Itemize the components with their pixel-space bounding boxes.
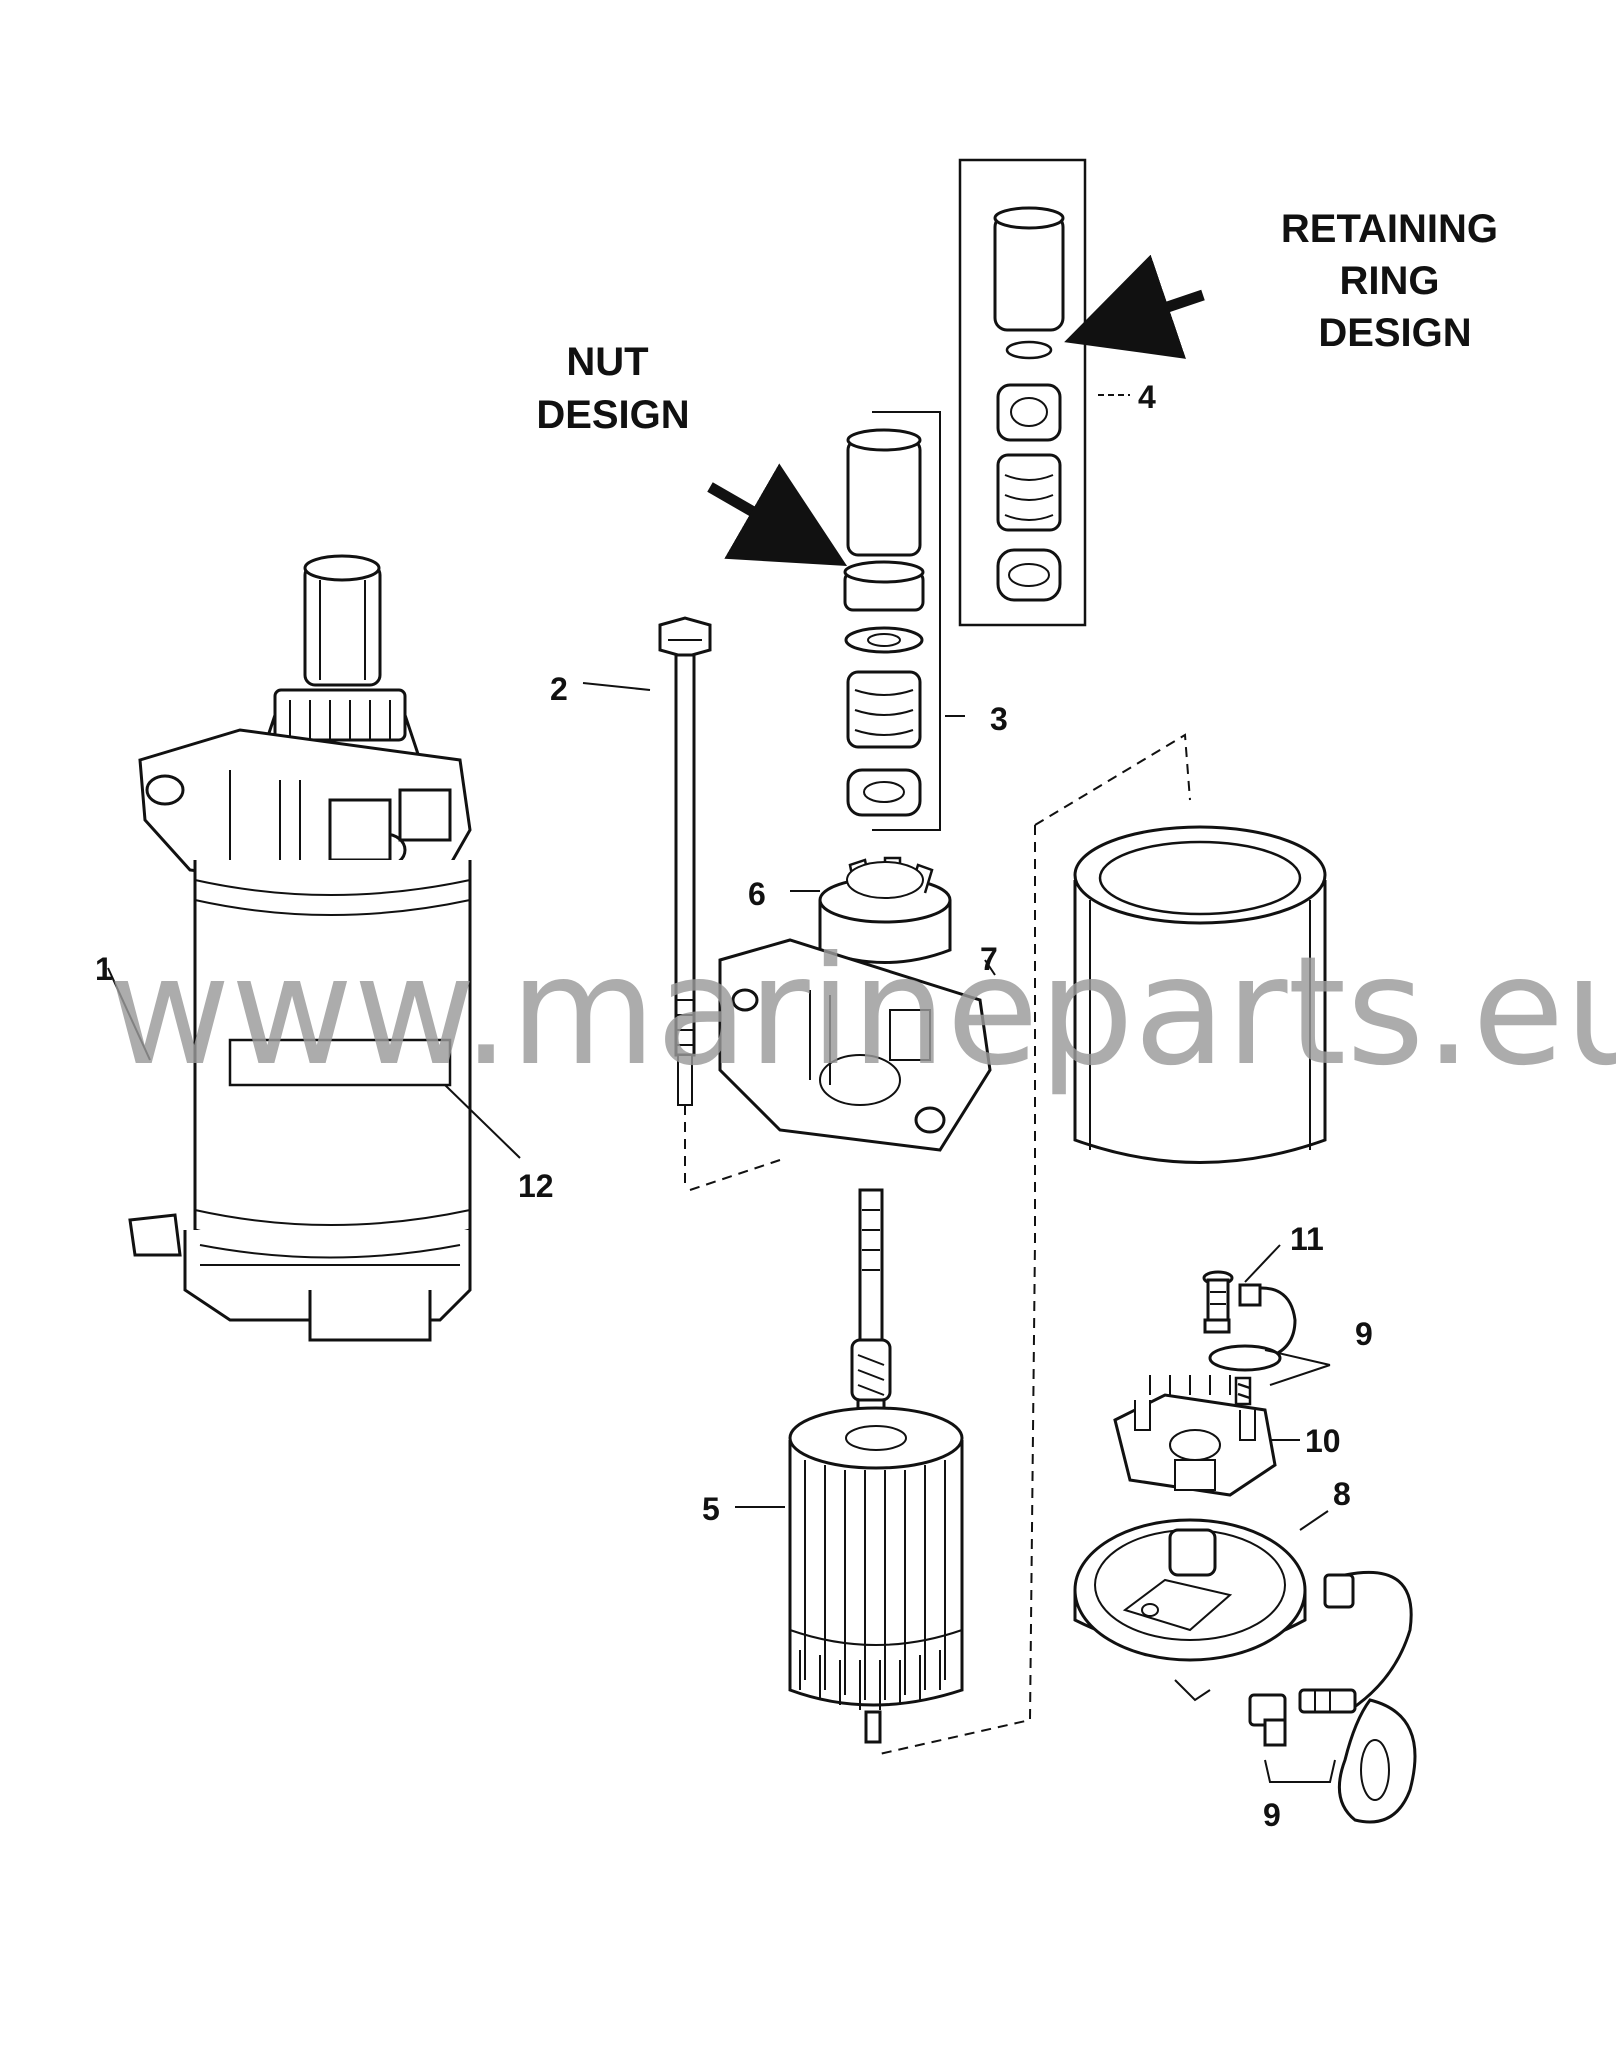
drive-end-housing xyxy=(718,938,992,1152)
retaining-ring-arrow xyxy=(1064,254,1205,359)
nut-design-line-2: DESIGN xyxy=(536,393,689,437)
callout-7: 7 xyxy=(980,941,998,977)
callout-1: 1 xyxy=(95,951,113,987)
starter-motor-assembly xyxy=(128,554,472,1342)
retaining-ring-line-1: RETAINING xyxy=(1281,207,1498,251)
watermark-text: www.marineparts.eu xyxy=(108,925,1616,1099)
callout-3: 3 xyxy=(990,701,1008,737)
alignment-line-frame xyxy=(874,733,1191,1756)
drive-kit-retaining-ring-design xyxy=(993,206,1065,602)
brush-lead-upper xyxy=(1208,1283,1297,1372)
through-bolt xyxy=(658,616,712,1106)
commutator-end-cap xyxy=(1073,1518,1307,1702)
pinion-gear xyxy=(818,856,952,964)
brush-holder xyxy=(1113,1375,1277,1497)
retaining-ring-line-2: RING xyxy=(1339,259,1439,303)
retaining-ring-line-3: DESIGN xyxy=(1318,311,1471,355)
callout-5: 5 xyxy=(702,1491,720,1527)
callout-9-upper: 9 xyxy=(1355,1316,1373,1352)
retaining-ring-design-label: RETAINING RING DESIGN xyxy=(1281,207,1509,355)
callout-10: 10 xyxy=(1305,1423,1341,1459)
callout-4: 4 xyxy=(1138,379,1156,415)
armature xyxy=(788,1188,964,1744)
drive-kit-nut-design xyxy=(843,428,925,817)
callout-numbers: 1 2 3 4 5 6 7 8 9 9 10 11 12 xyxy=(95,379,1373,1833)
brush-screw xyxy=(1202,1270,1234,1334)
callout-6: 6 xyxy=(748,876,766,912)
brush-lead-lower xyxy=(1248,1570,1417,1824)
nut-design-line-1: NUT xyxy=(566,340,648,384)
callout-2: 2 xyxy=(550,671,568,707)
brush-spring xyxy=(1234,1376,1252,1406)
callout-9-lower: 9 xyxy=(1263,1797,1281,1833)
bracket-3 xyxy=(872,411,941,831)
nut-design-label: NUT DESIGN xyxy=(536,340,689,437)
nut-design-arrow xyxy=(707,463,848,566)
alignment-line-7 xyxy=(689,1159,781,1191)
callout-8: 8 xyxy=(1333,1476,1351,1512)
leader-lines xyxy=(107,394,1336,1783)
field-frame-housing xyxy=(1073,825,1327,1164)
callout-12: 12 xyxy=(518,1168,554,1204)
callout-11: 11 xyxy=(1290,1221,1324,1257)
